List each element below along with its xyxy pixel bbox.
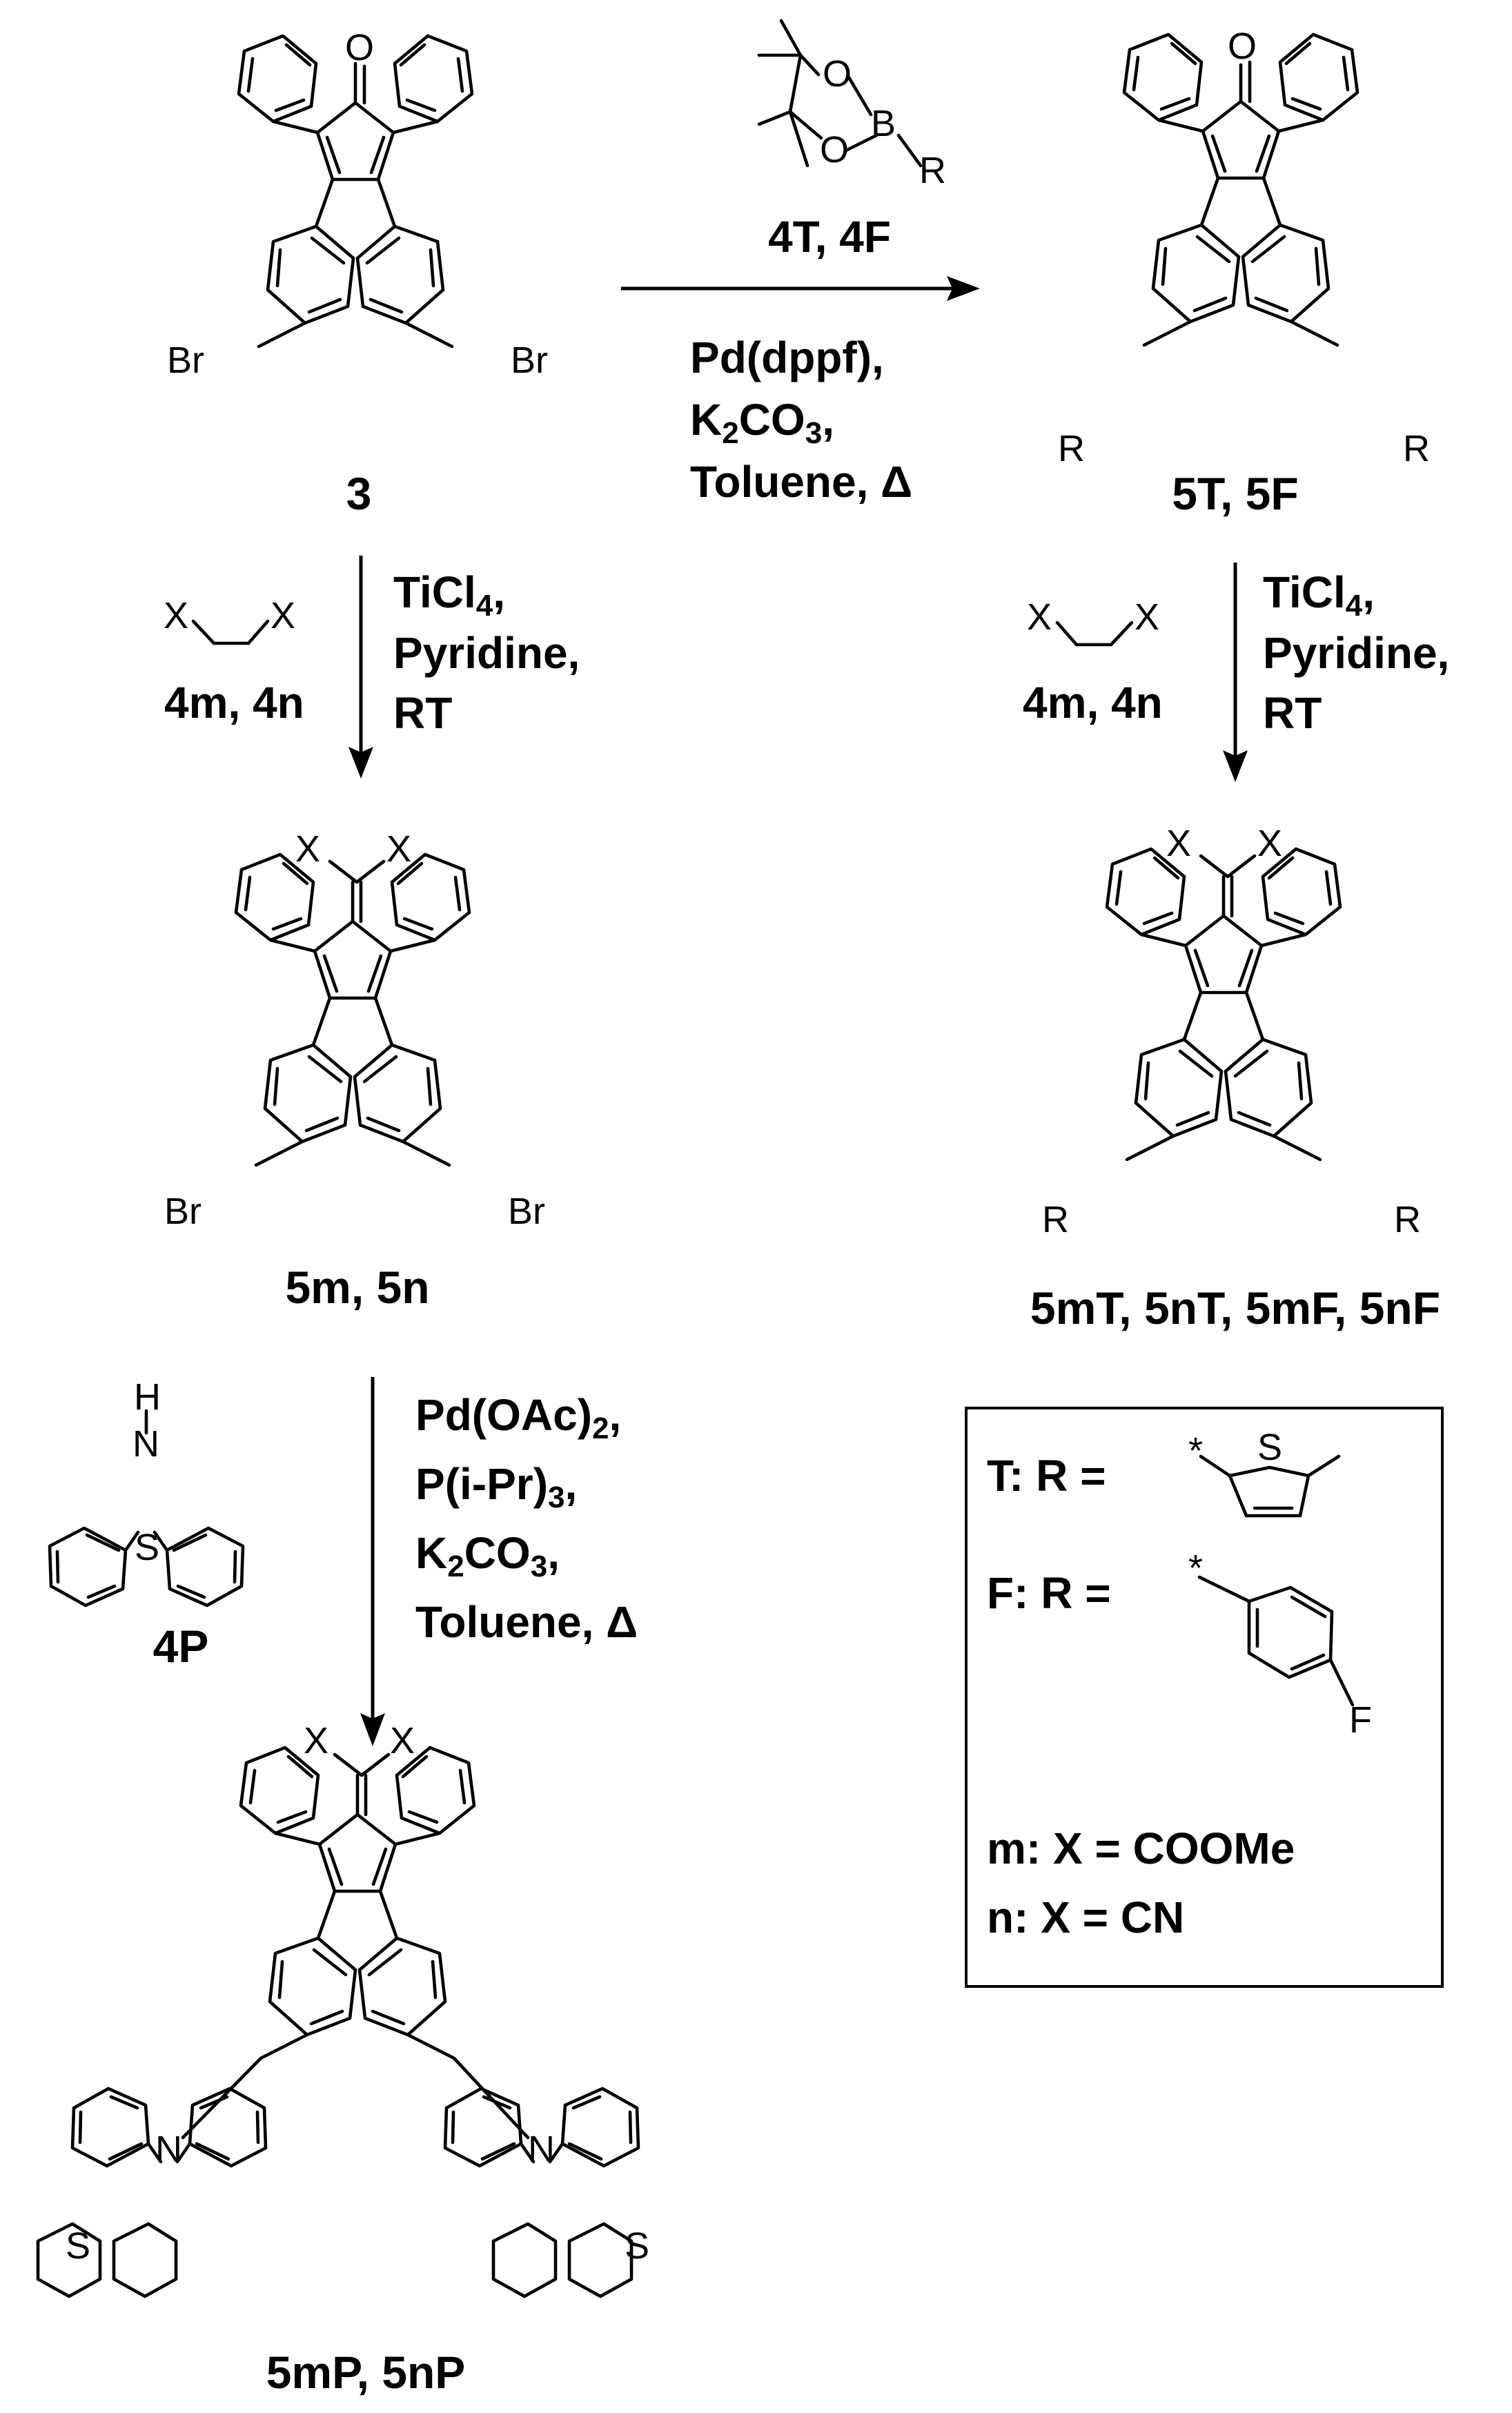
arrow-suzuki-head	[947, 276, 980, 301]
carbonyl-oxygen-2: O	[1228, 26, 1257, 67]
knoev-left-line2: Pyridine,	[393, 628, 580, 678]
s-atom: S	[135, 1527, 159, 1568]
compound-3-structure: O Br Br	[167, 27, 548, 381]
arrow-knoev-right-head	[1223, 750, 1248, 782]
boronate-oxygen-top: O	[823, 53, 852, 95]
star-marker: *	[1188, 1430, 1203, 1472]
compound-5mP-5nP-structure: X X N S N S	[36, 1720, 649, 2298]
arrow-knoev-left-head	[348, 747, 373, 779]
suzuki-line2: K2CO3,	[690, 395, 834, 450]
x-atom: X	[1027, 596, 1052, 638]
x-atom: X	[295, 828, 320, 870]
bromine-left: Br	[164, 1191, 202, 1232]
s-atom: S	[625, 2225, 649, 2267]
malonate-reagent-left: X X	[164, 595, 295, 645]
bromine-right: Br	[511, 340, 548, 381]
label-compound-5T-5F: 5T, 5F	[1172, 468, 1298, 519]
n-atom: N	[155, 2129, 182, 2170]
label-compound-5mT-5nT-5mF-5nF: 5mT, 5nT, 5mF, 5nF	[1030, 1282, 1440, 1334]
knoev-left-line1: TiCl4,	[393, 567, 505, 623]
x-atom: X	[1166, 823, 1191, 864]
r-group-left: R	[1058, 428, 1085, 469]
fluorine-atom: F	[1349, 1699, 1372, 1741]
x-atom: X	[1135, 596, 1159, 638]
boronate-reagent: O O B R	[757, 19, 946, 191]
label-compound-3: 3	[346, 468, 372, 519]
label-4m-4n-left: 4m, 4n	[164, 678, 304, 727]
label-4T-4F: 4T, 4F	[768, 212, 891, 262]
x-atom: X	[1257, 823, 1282, 864]
knoev-right-line1: TiCl4,	[1263, 567, 1375, 623]
bromine-right: Br	[508, 1191, 545, 1232]
carbonyl-oxygen: O	[345, 27, 374, 68]
x-atom: X	[390, 1720, 415, 1761]
buchwald-line2: P(i-Pr)3,	[415, 1459, 577, 1514]
compound-5m-5n-structure: X X Br Br	[164, 828, 545, 1232]
malonate-reagent-right: X X	[1027, 596, 1159, 647]
x-atom: X	[304, 1720, 328, 1761]
buchwald-line4: Toluene, Δ	[415, 1597, 638, 1647]
boronate-r: R	[919, 150, 946, 191]
legend-f-label: F: R =	[987, 1568, 1111, 1618]
x-atom: X	[164, 595, 188, 636]
boronate-oxygen-bottom: O	[820, 129, 849, 170]
label-4m-4n-right: 4m, 4n	[1023, 678, 1163, 727]
arrow-buchwald-head	[360, 1713, 385, 1746]
compound-5mT-structure: X X R R	[1042, 823, 1421, 1240]
boron-atom: B	[871, 103, 896, 144]
r-group-left: R	[1042, 1199, 1069, 1240]
suzuki-line3: Toluene, Δ	[690, 457, 912, 507]
n-atom: N	[132, 1423, 159, 1465]
legend-t-label: T: R =	[987, 1451, 1106, 1501]
label-compound-5mP-5nP: 5mP, 5nP	[266, 2347, 466, 2398]
compound-5T-5F-structure: O R R	[1058, 26, 1430, 469]
legend-n-label: n: X = CN	[987, 1893, 1184, 1942]
buchwald-line1: Pd(OAc)2,	[415, 1390, 621, 1445]
legend-box: T: R = * S F: R = * F m: X = COOMe n: X …	[965, 1407, 1444, 1988]
phenothiazine-4P: H N S	[50, 1376, 243, 1605]
x-atom: X	[271, 595, 295, 636]
knoev-right-line3: RT	[1263, 688, 1322, 738]
legend-m-label: m: X = COOMe	[987, 1824, 1295, 1873]
label-4P: 4P	[153, 1621, 209, 1672]
buchwald-line3: K2CO3,	[415, 1528, 560, 1583]
thiophene-s: S	[1257, 1427, 1282, 1468]
r-group-right: R	[1394, 1199, 1421, 1240]
suzuki-line1: Pd(dppf),	[690, 333, 884, 382]
n-atom: N	[528, 2129, 555, 2170]
star-marker-2: *	[1188, 1547, 1203, 1589]
bromine-left: Br	[167, 340, 204, 381]
knoev-right-line2: Pyridine,	[1263, 628, 1449, 678]
x-atom: X	[386, 828, 411, 870]
r-group-right: R	[1403, 428, 1430, 469]
h-atom: H	[134, 1376, 161, 1418]
label-compound-5m-5n: 5m, 5n	[285, 1262, 429, 1313]
knoev-left-line3: RT	[393, 688, 452, 738]
